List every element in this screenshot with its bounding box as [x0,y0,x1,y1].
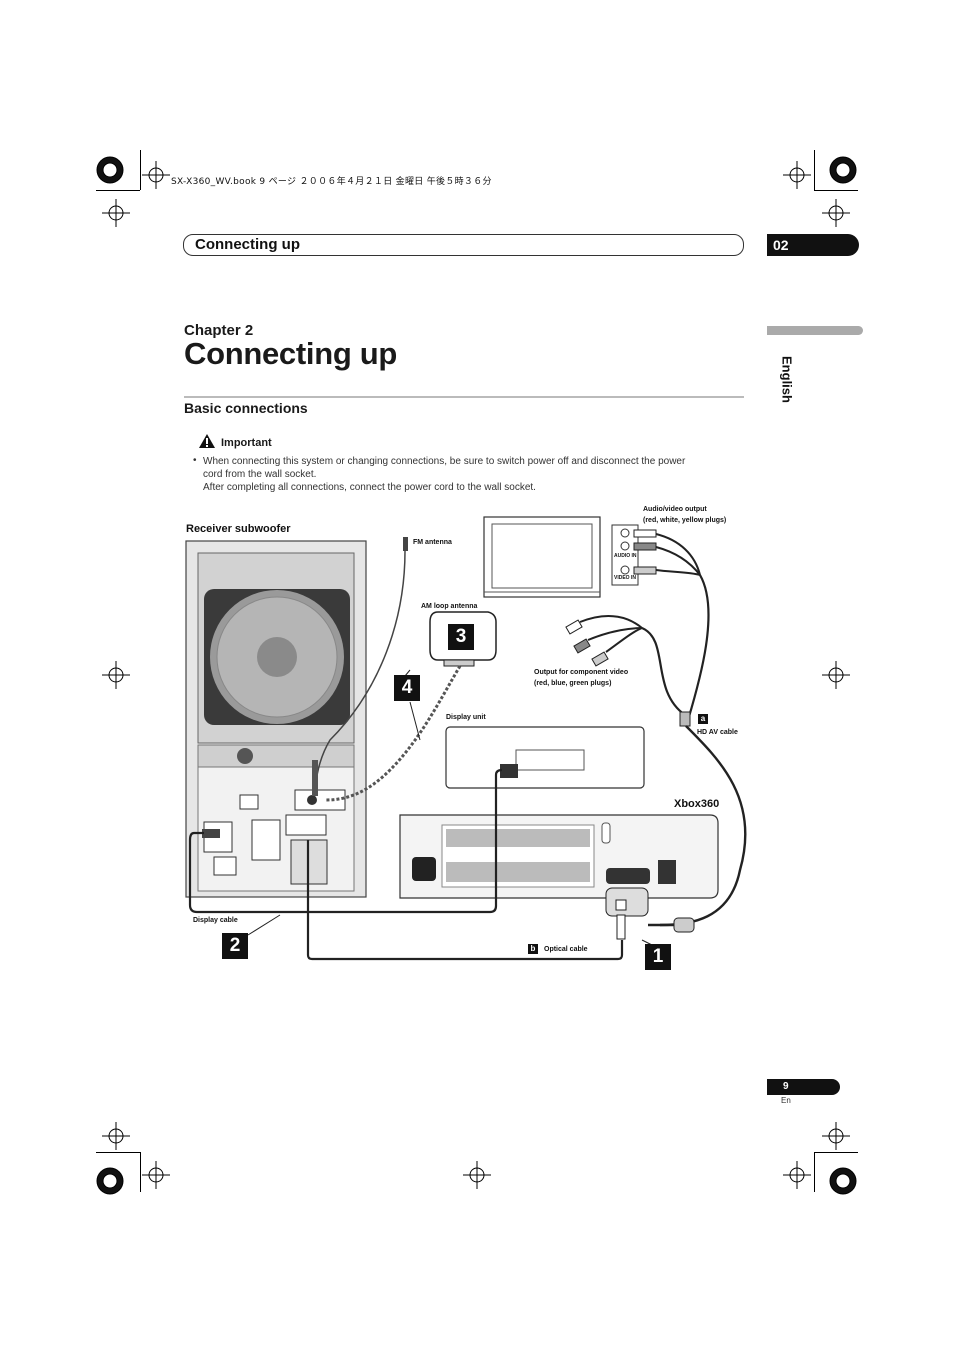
optical-cable-label: Optical cable [544,946,588,953]
step-1: 1 [645,944,671,970]
language-bar [767,326,863,335]
running-title: Connecting up [195,236,300,253]
instruction-line-2: cord from the wall socket. [203,469,317,480]
am-antenna-label: AM loop antenna [421,603,478,610]
file-meta: SX-X360_WV.book 9 ページ ２００６年４月２１日 金曜日 午後５… [171,177,492,187]
xbox360-label: Xbox360 [674,798,720,810]
video-in-label: VIDEO IN [614,575,636,581]
instruction-line-1: When connecting this system or changing … [203,456,686,467]
component-plugs-label: (red, blue, green plugs) [534,680,612,687]
badge-a: a [698,714,708,724]
display-unit-label: Display unit [446,714,486,721]
page-number: 9 [767,1079,840,1095]
important-label: Important [221,437,272,449]
display-cable-label: Display cable [193,917,238,924]
chapter-number-tab: 02 [767,234,859,256]
bullet-marker: • [193,455,197,466]
chapter-label: Chapter 2 [184,322,254,339]
receiver-subwoofer-label: Receiver subwoofer [186,523,291,535]
av-output-label: Audio/video output [643,506,707,513]
chapter-title: Connecting up [184,336,398,371]
section-title: Basic connections [184,400,308,416]
page-language: En [781,1096,791,1105]
step-4: 4 [394,675,420,701]
running-header-bar [183,234,744,256]
fm-antenna-label: FM antenna [413,539,452,546]
hd-av-cable-label: HD AV cable [697,729,738,736]
instruction-line-3: After completing all connections, connec… [203,482,536,493]
warning-icon [199,434,215,448]
av-output-plugs-label: (red, white, yellow plugs) [643,517,727,524]
step-3: 3 [448,624,474,650]
component-output-label: Output for component video [534,669,629,676]
title-rule [184,396,744,398]
audio-in-label: AUDIO IN [614,553,637,559]
badge-b: b [528,944,538,954]
step-2: 2 [222,933,248,959]
